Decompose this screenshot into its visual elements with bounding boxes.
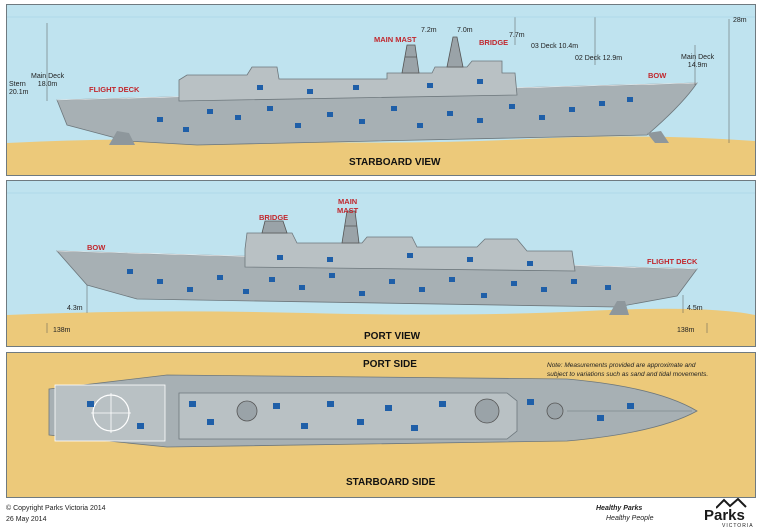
starboard-superstructure [178, 60, 518, 102]
deck-02-measure: 02 Deck 12.9m [575, 55, 623, 62]
flight-deck-label: FLIGHT DECK [89, 85, 140, 94]
top-view-drawing [7, 353, 755, 497]
port-bow-label: BOW [87, 243, 106, 252]
top-view-panel: PORT SIDE STARBOARD SIDE Note: Measureme… [6, 352, 756, 498]
starboard-view-title: STARBOARD VIEW [349, 157, 441, 168]
deck-03-measure: 03 Deck 10.4m [531, 43, 579, 50]
stern-height-measure: 4.5m [687, 305, 703, 312]
main-mast-label: MAIN MAST [374, 35, 417, 44]
logo-waves-icon [716, 498, 747, 509]
port-main-mast [341, 210, 360, 244]
bow-label: BOW [648, 71, 667, 80]
port-flight-deck-label: FLIGHT DECK [647, 257, 698, 266]
port-portholes [127, 253, 611, 298]
date-text: 26 May 2014 [6, 516, 47, 523]
top-hatches [87, 399, 634, 431]
stern-measure: Stern 20.1m [9, 81, 29, 96]
logo-brand-sub: VICTORIA [722, 523, 754, 529]
logo-brand-text: Parks [704, 507, 745, 524]
mast-2-measure: 7.0m [457, 27, 473, 34]
main-deck-aft-measure: Main Deck 18.0m [31, 73, 65, 88]
measurement-note: Note: Measurements provided are approxim… [547, 362, 709, 378]
port-view-drawing [7, 181, 755, 346]
mast-3-measure: 7.7m [509, 32, 525, 39]
starboard-portholes [157, 79, 633, 132]
tagline-line-2: Healthy People [606, 515, 654, 522]
port-view-title: PORT VIEW [364, 331, 421, 342]
port-side-label: PORT SIDE [363, 359, 417, 370]
mast-top-measure: 7.2m [421, 27, 437, 34]
starboard-side-label: STARBOARD SIDE [346, 477, 436, 488]
main-deck-bow-measure: Main Deck 14.9m [681, 54, 715, 69]
top-superstructure [178, 392, 518, 440]
length-left-measure: 138m [53, 327, 71, 334]
bridge-label: BRIDGE [479, 38, 509, 47]
port-view-panel: BOW BRIDGE MAIN MAST FLIGHT DECK 4.3m 4.… [6, 180, 756, 347]
copyright-text: © Copyright Parks Victoria 2014 [6, 505, 106, 512]
length-right-measure: 138m [677, 327, 695, 334]
port-bridge-label: BRIDGE [259, 213, 289, 222]
starboard-main-mast [401, 44, 420, 74]
starboard-view-panel: 28m Stern 20.1m Main Deck 18.0m 7.2m 7.0… [6, 4, 756, 176]
parks-victoria-logo: Parks VICTORIA [700, 498, 756, 529]
port-main-mast-label: MAIN MAST [337, 197, 359, 215]
depth-measure: 28m [733, 17, 747, 24]
bow-height-measure: 4.3m [67, 305, 83, 312]
starboard-view-drawing [7, 5, 755, 175]
tagline-line-1: Healthy Parks [596, 505, 643, 512]
